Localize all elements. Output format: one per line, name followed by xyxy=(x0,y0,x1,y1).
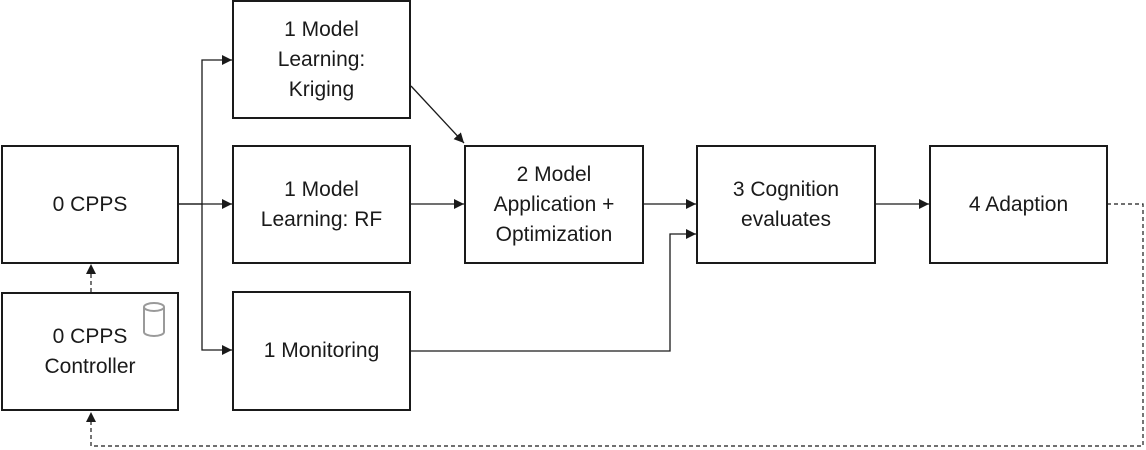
edge-kriging-to-application xyxy=(410,85,465,144)
node-model-learning-rf[interactable]: 1 Model Learning: RF xyxy=(232,145,411,264)
node-cognition[interactable]: 3 Cognition evaluates xyxy=(696,145,876,264)
node-adaption[interactable]: 4 Adaption xyxy=(929,145,1108,264)
node-model-application-label: 2 Model Application + Optimization xyxy=(493,162,615,246)
node-cpps-controller[interactable]: 0 CPPS Controller xyxy=(1,292,179,411)
node-cpps-label: 0 CPPS xyxy=(52,192,128,216)
node-cognition-label: 3 Cognition evaluates xyxy=(732,177,840,231)
node-model-learning-kriging-label: 1 Model Learning: Kriging xyxy=(277,17,366,101)
node-model-application[interactable]: 2 Model Application + Optimization xyxy=(464,145,644,264)
node-adaption-label: 4 Adaption xyxy=(968,192,1069,216)
edge-monitoring-to-cognition xyxy=(411,229,696,352)
edge-adaption-to-controller xyxy=(86,203,1144,447)
node-cpps-controller-label: 0 CPPS Controller xyxy=(44,324,136,378)
edge-cpps-to-kriging xyxy=(178,55,232,205)
node-cpps[interactable]: 0 CPPS xyxy=(1,145,179,264)
database-icon xyxy=(143,302,165,337)
node-model-learning-rf-label: 1 Model Learning: RF xyxy=(260,177,383,231)
node-model-learning-kriging[interactable]: 1 Model Learning: Kriging xyxy=(232,0,411,119)
node-monitoring[interactable]: 1 Monitoring xyxy=(232,291,411,411)
edge-cpps-to-monitoring xyxy=(201,204,232,355)
node-monitoring-label: 1 Monitoring xyxy=(263,339,380,362)
